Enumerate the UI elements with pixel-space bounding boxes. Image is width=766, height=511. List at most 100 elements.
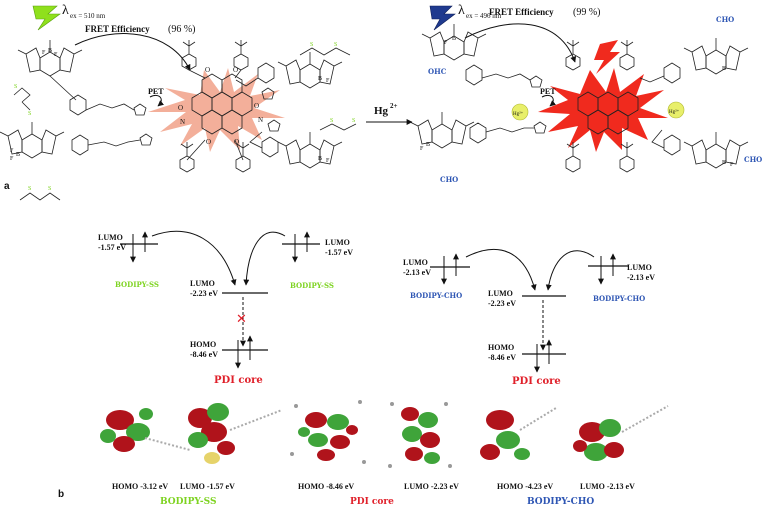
svg-text:N: N <box>180 118 185 126</box>
svg-text:B: B <box>318 156 322 162</box>
orbital-homo-bodipy-cho <box>480 407 557 460</box>
svg-text:S: S <box>14 84 17 90</box>
svg-text:O: O <box>254 102 259 110</box>
acceptor-homo-energy: -8.46 eV <box>190 350 218 359</box>
donor-lumo-left-name-r: LUMO <box>403 258 428 267</box>
core-name-left: PDI core <box>214 375 263 386</box>
electron-transfer-arrow-right <box>243 231 286 286</box>
orbital-homo-bodipy-ss <box>100 408 191 452</box>
svg-text:F: F <box>326 158 330 164</box>
blocked-mark-icon: ✕ <box>236 312 247 327</box>
core-name-right: PDI core <box>512 376 561 387</box>
pet-arrow-left <box>149 94 165 107</box>
orbital-caption-6: LUMO -2.13 eV <box>580 482 635 491</box>
donor-right-name: BODIPY-SS <box>290 281 334 290</box>
svg-text:F: F <box>42 50 46 56</box>
fret-arrow <box>74 33 191 71</box>
acceptor-lumo-energy: -2.23 eV <box>190 289 218 298</box>
pet-label-right: PET <box>540 87 556 96</box>
svg-text:S: S <box>28 111 31 117</box>
excitation-bolt-blue-icon <box>429 5 456 31</box>
orbital-lumo-bodipy-ss <box>188 403 283 464</box>
svg-text:O: O <box>233 66 238 74</box>
svg-text:F: F <box>326 78 330 84</box>
svg-text:F: F <box>54 52 58 58</box>
electron-transfer-arrow-left-r <box>465 249 537 291</box>
reagent-label: Hg <box>374 105 389 117</box>
reaction-arrow: Hg 2+ <box>366 102 413 125</box>
orbital-caption-5: HOMO -4.23 eV <box>497 482 553 491</box>
svg-text:F: F <box>10 156 14 162</box>
orbital-caption-2: LUMO -1.57 eV <box>180 482 235 491</box>
svg-text:B: B <box>318 76 322 82</box>
hg-badge-right <box>667 101 685 119</box>
svg-text:N: N <box>258 116 263 124</box>
hg-badge-left <box>511 103 529 121</box>
svg-text:Hg²⁺: Hg²⁺ <box>669 109 680 115</box>
fret-label-right: FRET Efficiency <box>489 7 554 17</box>
svg-text:F: F <box>10 148 14 154</box>
acceptor-lumo-name: LUMO <box>190 279 215 288</box>
panel-b-label: b <box>58 489 64 500</box>
panel-a: λ ex = 510 nm FRET Efficiency (96 %) O O… <box>0 3 762 201</box>
group-label-bodipy-ss: BODIPY-SS <box>160 497 216 507</box>
orbital-lumo-pdi <box>388 402 452 468</box>
reagent-charge: 2+ <box>390 102 398 110</box>
svg-text:B: B <box>452 36 456 42</box>
svg-text:F: F <box>444 40 448 46</box>
emission-bolt-icon <box>594 40 620 74</box>
fret-value: (96 %) <box>168 24 196 35</box>
pdi-starburst-right <box>538 68 668 152</box>
pet-label-left: PET <box>148 87 164 96</box>
bodipy-bottom-right <box>277 131 343 169</box>
svg-text:B: B <box>426 142 430 148</box>
acceptor-lumo-name-r: LUMO <box>488 289 513 298</box>
donor-lumo-right-name-r: LUMO <box>627 263 652 272</box>
orbital-lumo-bodipy-cho <box>573 405 669 461</box>
svg-text:B: B <box>722 66 726 72</box>
donor-left-name: BODIPY-SS <box>115 280 159 289</box>
panel-a-label: a <box>4 181 10 192</box>
pet-arrow-right <box>541 94 557 107</box>
donor-lumo-left-name: LUMO <box>98 233 123 242</box>
cho-label-bottom-right: CHO <box>744 155 762 164</box>
pdi-core-right <box>577 91 639 135</box>
donor-lumo-right-energy-r: -2.13 eV <box>627 273 655 282</box>
group-label-bodipy-cho: BODIPY-CHO <box>527 497 594 507</box>
svg-text:O: O <box>206 138 211 146</box>
svg-text:S: S <box>334 42 337 48</box>
donor-lumo-left-energy: -1.57 eV <box>98 243 126 252</box>
fret-value-right: (99 %) <box>573 7 601 18</box>
acceptor-homo-energy-r: -8.46 eV <box>488 353 516 362</box>
svg-text:S: S <box>352 118 355 124</box>
svg-text:B: B <box>722 160 726 166</box>
donor-right-name-r: BODIPY-CHO <box>593 294 645 303</box>
pdi-starburst <box>148 68 285 152</box>
right-molecule: λ ex = 496 nm FRET Efficiency (99 %) PET… <box>409 3 762 184</box>
orbital-caption-4: LUMO -2.23 eV <box>404 482 459 491</box>
donor-lumo-left-energy-r: -2.13 eV <box>403 268 431 277</box>
svg-text:F: F <box>730 162 734 168</box>
fret-label: FRET Efficiency <box>85 24 150 34</box>
energy-diagram-left: LUMO -1.57 eV BODIPY-SS LUMO -1.57 eV BO… <box>98 230 353 386</box>
acceptor-lumo-energy-r: -2.23 eV <box>488 299 516 308</box>
electron-transfer-arrow-left <box>151 230 237 286</box>
energy-diagram-right: LUMO -2.13 eV BODIPY-CHO LUMO -2.13 eV B… <box>403 249 655 387</box>
fret-arrow-right <box>464 23 577 63</box>
electron-transfer-arrow-right-r <box>545 250 595 291</box>
svg-text:O: O <box>234 138 239 146</box>
lambda-subscript: ex = 510 nm <box>70 12 106 20</box>
bodipy-top-right <box>277 51 343 89</box>
svg-text:O: O <box>205 66 210 74</box>
orbital-caption-3: HOMO -8.46 eV <box>298 482 354 491</box>
donor-lumo-right-energy: -1.57 eV <box>325 248 353 257</box>
bodipy-top-left <box>17 39 83 77</box>
orbital-plots: HOMO -3.12 eV LUMO -1.57 eV HOMO -8.46 e… <box>58 400 669 507</box>
ohc-label: OHC <box>428 67 447 76</box>
lambda-symbol: λ <box>62 3 69 18</box>
group-label-pdi-core: PDI core <box>350 497 394 507</box>
lambda-subscript-right: ex = 496 nm <box>466 12 502 20</box>
lambda-symbol-right: λ <box>458 3 465 18</box>
excitation-bolt-icon <box>32 5 61 31</box>
svg-text:F: F <box>420 146 424 152</box>
